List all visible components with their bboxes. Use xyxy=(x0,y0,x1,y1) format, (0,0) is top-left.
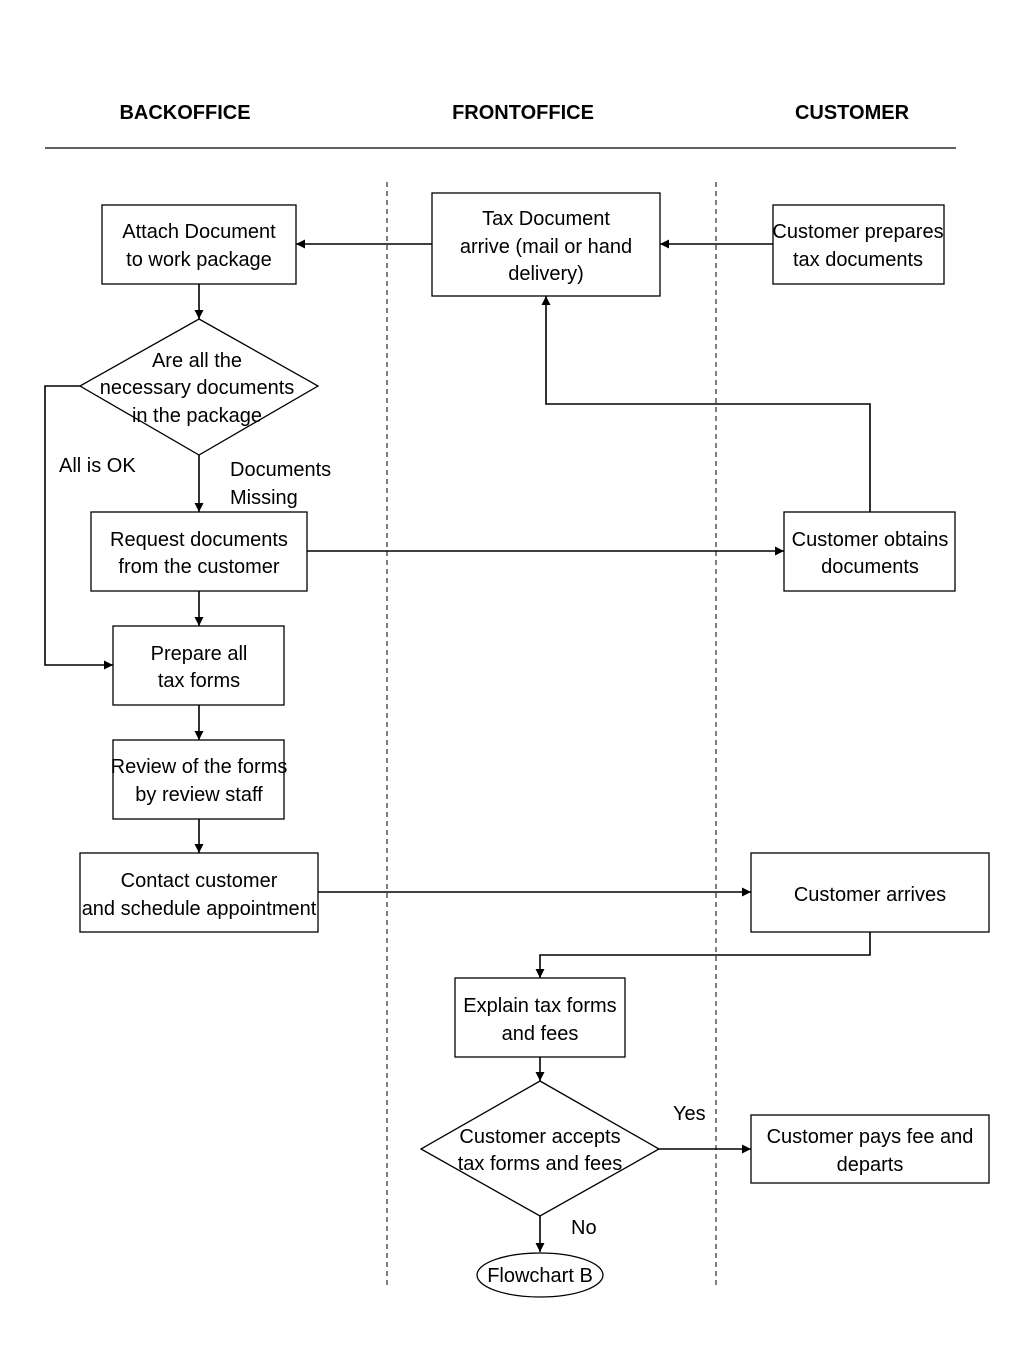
node-contact-customer: Contact customer and schedule appointmen… xyxy=(79,852,319,933)
node-tax-document-arrive-line-2: arrive (mail or hand xyxy=(460,236,632,258)
edge-label-yes: Yes xyxy=(673,1103,706,1125)
node-customer-obtains-line-1: Customer obtains xyxy=(792,529,949,551)
node-review-forms-line-1: Review of the forms xyxy=(111,756,288,778)
edge-arrives-to-explain xyxy=(535,932,871,978)
edge-check-to-prepare xyxy=(44,385,113,670)
node-tax-document-arrive-line-1: Tax Document xyxy=(482,208,610,230)
node-attach-document-line-2: to work package xyxy=(126,249,272,271)
node-customer-prepares-line-1: Customer prepares xyxy=(772,221,943,243)
node-all-documents-check-line-1: Are all the xyxy=(152,350,242,372)
node-customer-prepares-line-2: tax documents xyxy=(793,249,923,271)
node-request-documents: Request documents from the customer xyxy=(90,511,308,592)
node-attach-document-line-1: Attach Document xyxy=(122,221,276,243)
node-customer-pays-line-2: departs xyxy=(837,1154,904,1176)
node-request-documents-line-2: from the customer xyxy=(118,556,280,578)
node-request-documents-line-1: Request documents xyxy=(110,529,288,551)
node-tax-document-arrive-line-3: delivery) xyxy=(508,263,584,285)
node-explain-forms: Explain tax forms and fees xyxy=(454,977,626,1058)
edge-label-all-ok: All is OK xyxy=(59,455,136,477)
lane-header-frontoffice: FRONTOFFICE xyxy=(452,102,594,124)
edge-label-no: No xyxy=(571,1217,597,1239)
node-all-documents-check: Are all the necessary documents in the p… xyxy=(78,318,320,456)
node-customer-accepts-line-1: Customer accepts xyxy=(459,1126,620,1148)
edge-obtains-to-arrive xyxy=(541,296,871,512)
node-customer-arrives: Customer arrives xyxy=(750,852,990,933)
node-review-forms: Review of the forms by review staff xyxy=(111,739,288,820)
node-customer-obtains-line-2: documents xyxy=(821,556,919,578)
lane-header-backoffice: BACKOFFICE xyxy=(119,102,250,124)
node-customer-accepts-line-2: tax forms and fees xyxy=(458,1153,623,1175)
node-customer-pays: Customer pays fee and departs xyxy=(750,1114,990,1184)
node-customer-prepares: Customer prepares tax documents xyxy=(772,204,945,285)
node-customer-pays-line-1: Customer pays fee and xyxy=(767,1126,974,1148)
node-flowchart-b: Flowchart B xyxy=(476,1252,604,1298)
lane-header-customer: CUSTOMER xyxy=(795,102,910,124)
node-attach-document: Attach Document to work package xyxy=(101,204,297,285)
node-prepare-forms: Prepare all tax forms xyxy=(112,625,285,706)
node-customer-arrives-line-1: Customer arrives xyxy=(794,884,946,906)
edge-label-docs-missing-2: Missing xyxy=(230,487,298,509)
node-tax-document-arrive: Tax Document arrive (mail or hand delive… xyxy=(431,192,661,297)
node-customer-accepts: Customer accepts tax forms and fees xyxy=(419,1080,661,1217)
node-explain-forms-line-1: Explain tax forms xyxy=(463,995,616,1017)
node-review-forms-line-2: by review staff xyxy=(135,784,263,806)
edge-label-docs-missing-1: Documents xyxy=(230,459,331,481)
node-flowchart-b-label: Flowchart B xyxy=(487,1265,593,1287)
node-all-documents-check-line-3: in the package xyxy=(132,405,262,427)
node-customer-obtains: Customer obtains documents xyxy=(783,511,956,592)
node-prepare-forms-line-2: tax forms xyxy=(158,670,240,692)
node-contact-customer-line-1: Contact customer xyxy=(121,870,278,892)
node-contact-customer-line-2: and schedule appointment xyxy=(82,898,317,920)
node-explain-forms-line-2: and fees xyxy=(502,1023,579,1045)
node-prepare-forms-line-1: Prepare all xyxy=(151,643,248,665)
node-all-documents-check-line-2: necessary documents xyxy=(100,377,295,399)
